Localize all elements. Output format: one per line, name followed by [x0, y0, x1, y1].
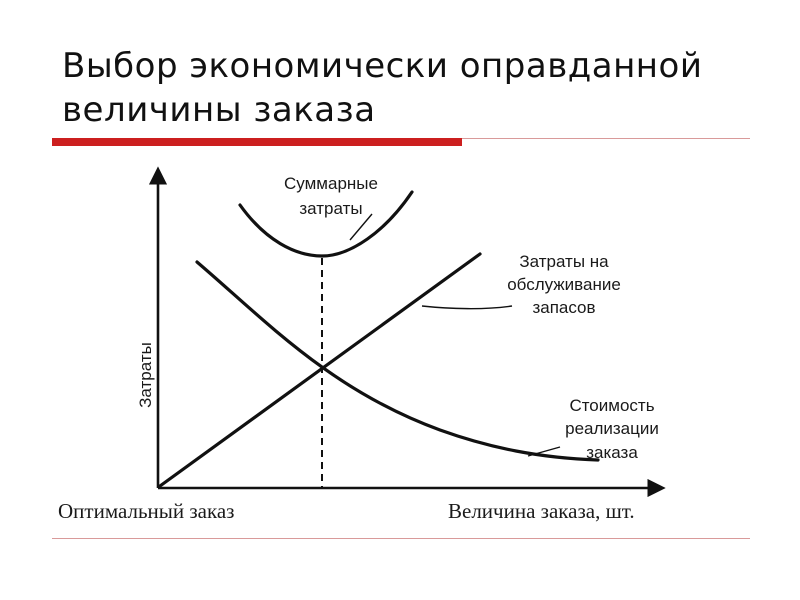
ordering-cost-leader — [527, 446, 561, 457]
total-cost-label-line2: затраты — [299, 199, 362, 218]
total-cost-leader — [349, 213, 373, 241]
bottom-divider-line — [52, 538, 750, 539]
title-divider-line — [462, 138, 750, 139]
holding-cost-leader — [421, 305, 513, 310]
title-accent-bar — [52, 138, 462, 146]
holding-cost-label-line3: запасов — [532, 298, 595, 317]
optimum-order-label: Оптимальный заказ — [58, 499, 234, 523]
ordering-cost-curve — [195, 260, 600, 462]
holding-cost-label-line1: Затраты на — [519, 252, 609, 271]
total-cost-curve — [238, 190, 414, 258]
ordering-cost-label-line1: Стоимость — [569, 396, 654, 415]
ordering-cost-label-line2: реализации — [565, 419, 659, 438]
x-axis-label: Величина заказа, шт. — [448, 499, 635, 523]
slide-title-line2: величины заказа — [62, 90, 376, 130]
slide-title: Выбор экономически оправданной величины … — [62, 44, 782, 132]
holding-cost-label-line2: обслуживание — [507, 275, 621, 294]
total-cost-label-line1: Суммарные — [284, 174, 378, 193]
slide-title-line1: Выбор экономически оправданной — [62, 46, 703, 86]
holding-cost-line — [158, 252, 482, 488]
ordering-cost-label-line3: заказа — [586, 443, 638, 462]
y-axis-label: Затраты — [136, 342, 155, 408]
